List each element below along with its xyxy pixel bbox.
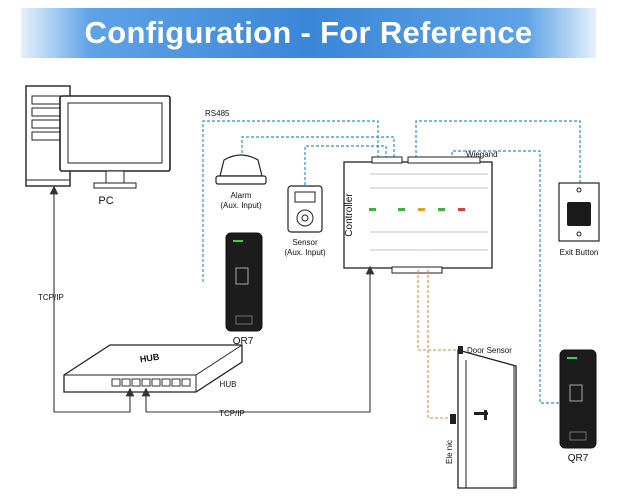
hub-label: HUB: [220, 380, 237, 389]
door-sensor-icon: [458, 346, 463, 354]
exit-button-line: [415, 120, 581, 183]
door-sensor-label: Door Sensor: [467, 346, 512, 355]
alarm-label: Alarm: [231, 191, 252, 200]
tcpip-bottom-label: TCP/IP: [219, 409, 245, 418]
rs485-line: [202, 120, 379, 282]
tcpip-controller-line: [146, 265, 375, 413]
wiegand-line: [451, 150, 560, 404]
controller-device: [343, 156, 493, 274]
exit-button-label: Exit Button: [560, 248, 599, 257]
title-banner: Configuration - For Reference: [21, 8, 596, 58]
sensor-line: [304, 145, 387, 185]
pc-label: PC: [98, 195, 113, 207]
page-title: Configuration - For Reference: [84, 15, 533, 50]
sensor-label: Sensor: [292, 238, 318, 247]
qr7-right-label: QR7: [568, 453, 589, 464]
exit-button-icon: [558, 182, 600, 242]
hub-logo: HUB: [139, 352, 160, 365]
alarm-line: [241, 136, 395, 160]
door-icon: [457, 349, 517, 489]
lock-icon: [450, 414, 456, 424]
controller-label: Controller: [344, 193, 355, 237]
lock-label: Ele nic: [445, 440, 454, 464]
lock-wire: [427, 270, 450, 419]
tcpip-left-label: TCP/IP: [38, 293, 64, 302]
tcpip-hub-pc-line: [54, 387, 135, 413]
door-sensor-wire: [417, 270, 458, 351]
qr7-left-label: QR7: [233, 336, 254, 347]
sensor-icon: [287, 185, 323, 233]
qr7-left-reader: [225, 232, 263, 332]
sensor-sub-label: (Aux. Input): [284, 248, 326, 257]
hub-device: [63, 344, 243, 393]
wiegand-label: Wiegand: [466, 150, 498, 159]
alarm-icon: [215, 154, 267, 185]
alarm-sub-label: (Aux. Input): [220, 201, 262, 210]
qr7-right-reader: [559, 349, 597, 449]
rs485-label: RS485: [205, 109, 230, 118]
pc-icon: [25, 85, 171, 189]
